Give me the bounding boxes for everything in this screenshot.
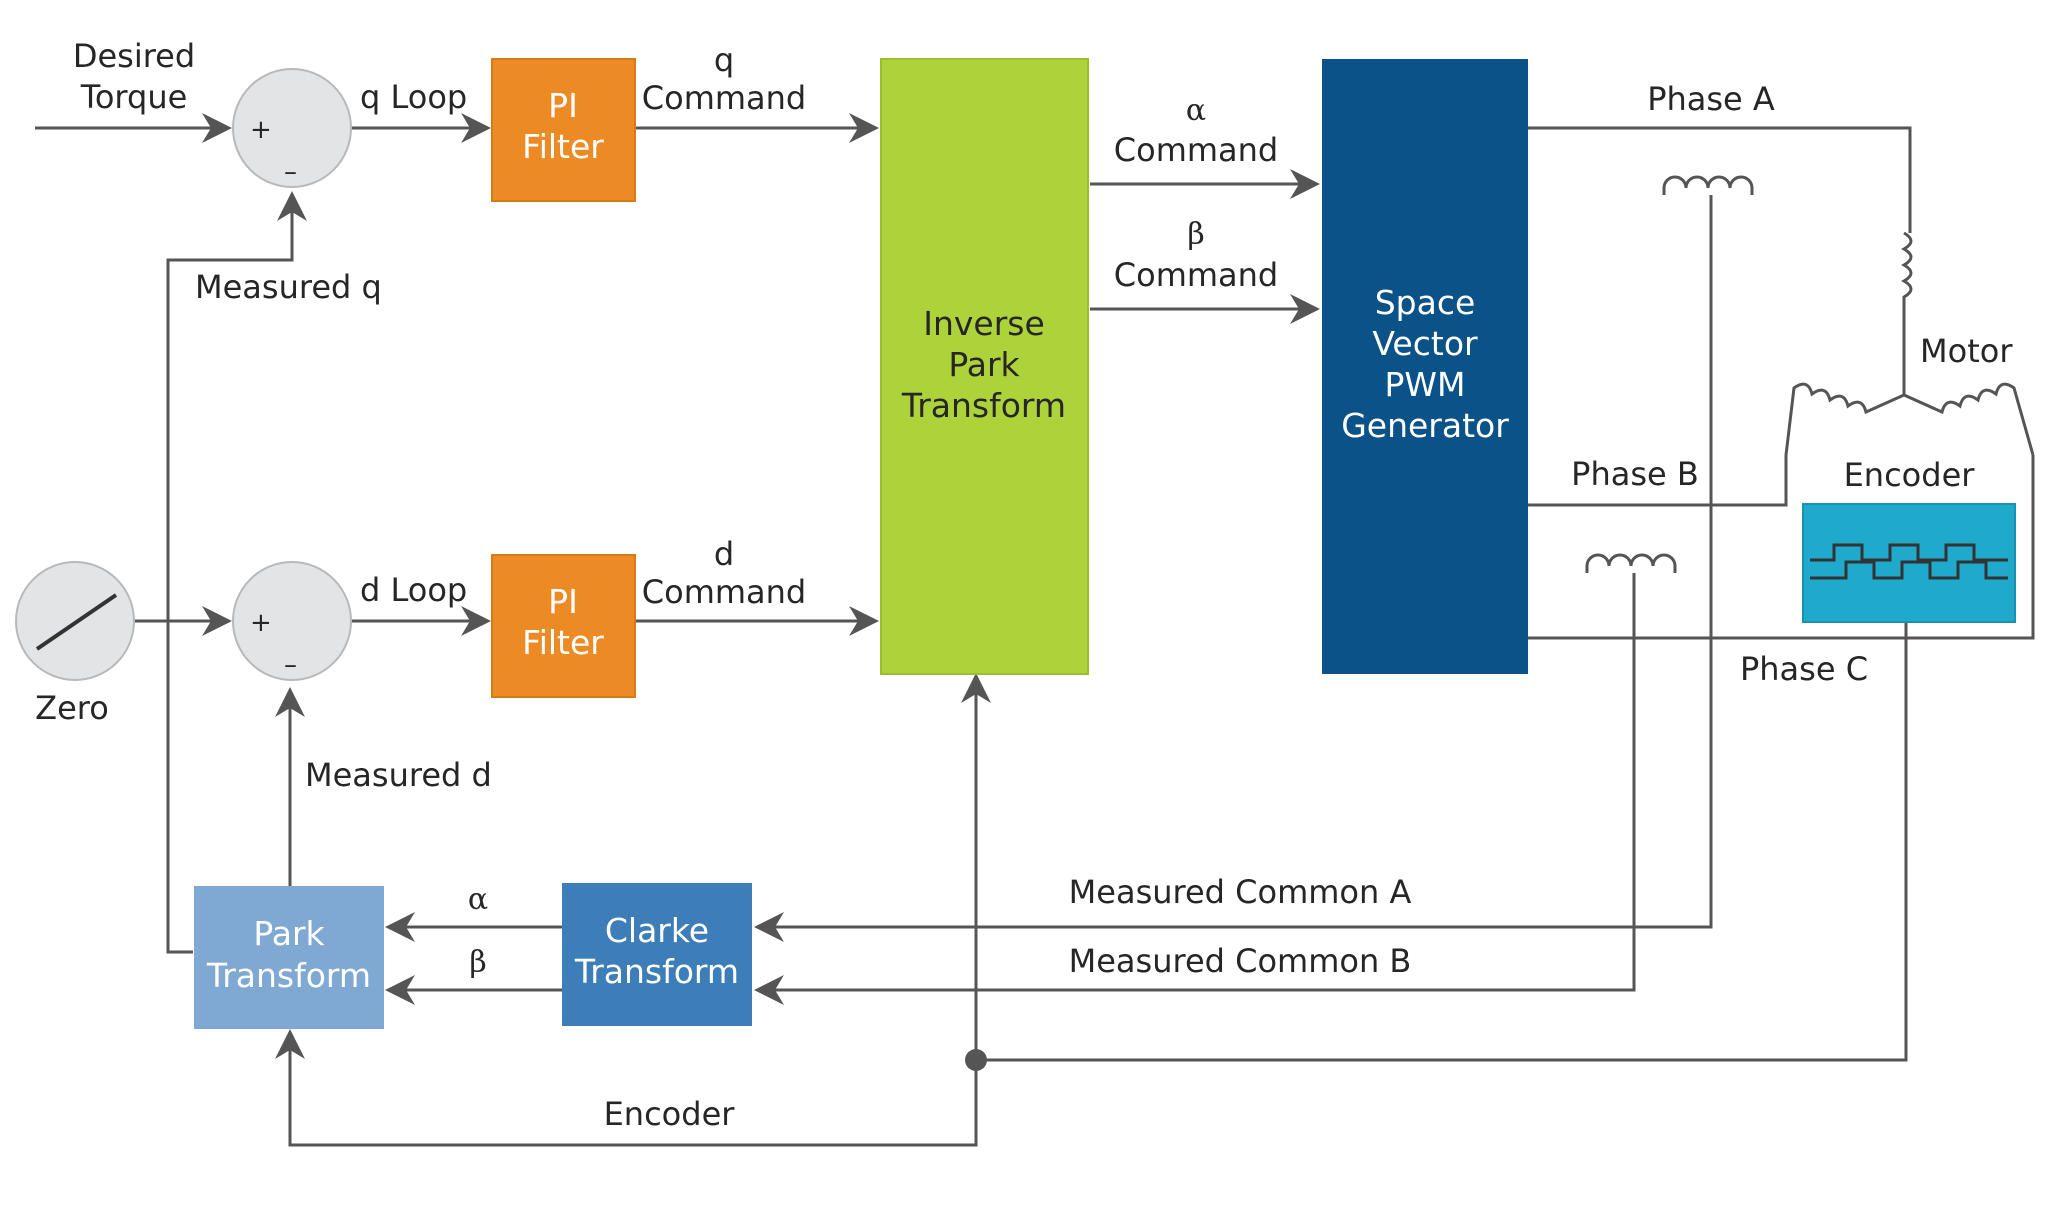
clarke-transform: Clarke Transform: [562, 883, 752, 1026]
current-sensor-b-icon: [1585, 553, 1677, 573]
svg-text:Park: Park: [253, 914, 325, 953]
wire-measured-common-a: [754, 195, 1713, 942]
label-measured-d: Measured d: [305, 756, 492, 794]
svg-text:Vector: Vector: [1372, 324, 1478, 363]
label-encoder-bottom: Encoder: [604, 1095, 736, 1133]
label-desired-torque-1: Desired: [73, 37, 195, 75]
svg-text:Transform: Transform: [901, 386, 1066, 425]
wire-phase-a: [1527, 126, 1912, 233]
svg-text:PI: PI: [548, 582, 578, 621]
label-alpha: α: [468, 882, 488, 917]
wire-encoder-feedback: [976, 622, 1908, 1062]
summer-q-plus: +: [250, 115, 272, 145]
summer-d-minus: –: [284, 650, 297, 680]
wire-encoder-to-park: [275, 1029, 978, 1147]
label-motor: Motor: [1920, 332, 2013, 370]
svg-text:Transform: Transform: [206, 956, 371, 995]
label-q-command-1: q: [714, 41, 734, 79]
label-d-loop: d Loop: [360, 571, 467, 609]
svg-text:Clarke: Clarke: [605, 911, 709, 950]
svg-text:Space: Space: [1375, 283, 1476, 322]
pi-filter-d: PI Filter: [491, 554, 636, 698]
coil-phase-a-icon: [1900, 231, 1913, 310]
svg-text:Generator: Generator: [1341, 406, 1509, 445]
wire-measured-q: [166, 191, 307, 954]
label-alpha-command-symbol: α: [1186, 93, 1206, 128]
svg-text:Transform: Transform: [574, 952, 739, 991]
svg-text:Inverse: Inverse: [923, 304, 1045, 343]
coil-phase-c-icon: [1903, 382, 2035, 456]
space-vector-pwm-generator: Space Vector PWM Generator: [1322, 59, 1528, 674]
label-measured-q: Measured q: [195, 268, 382, 306]
wires: [35, 113, 2035, 1147]
label-d-command-2: Command: [642, 573, 806, 611]
label-phase-b: Phase B: [1571, 455, 1699, 493]
park-transform: Park Transform: [194, 886, 384, 1029]
encoder-waveform-icon: [1810, 543, 2008, 580]
svg-text:Park: Park: [948, 345, 1020, 384]
label-beta-command: Command: [1114, 256, 1278, 294]
zero-reference: [15, 561, 135, 681]
label-zero: Zero: [35, 689, 109, 727]
current-sensor-a-icon: [1662, 175, 1754, 195]
svg-text:PWM: PWM: [1384, 365, 1465, 404]
label-phase-c: Phase C: [1740, 650, 1868, 688]
label-measured-common-b: Measured Common B: [1069, 942, 1412, 980]
label-beta: β: [469, 945, 486, 980]
svg-text:Filter: Filter: [522, 623, 604, 662]
svg-text:PI: PI: [548, 86, 578, 125]
coil-phase-b-icon: [1784, 382, 1905, 456]
label-desired-torque-2: Torque: [80, 78, 188, 116]
label-alpha-command: Command: [1114, 131, 1278, 169]
current-sensors: [1585, 175, 1754, 573]
label-q-loop: q Loop: [360, 78, 467, 116]
summer-q-minus: –: [284, 157, 297, 187]
inverse-park-transform: Inverse Park Transform: [880, 58, 1089, 675]
summer-q: + –: [232, 68, 352, 188]
encoder-box: [1802, 503, 2016, 623]
label-measured-common-a: Measured Common A: [1069, 873, 1412, 911]
summer-d: + –: [232, 561, 352, 681]
label-q-command-2: Command: [642, 79, 806, 117]
pi-filter-q: PI Filter: [491, 58, 636, 202]
svg-text:Filter: Filter: [522, 127, 604, 166]
label-d-command-1: d: [714, 535, 734, 573]
label-encoder-top: Encoder: [1844, 456, 1976, 494]
label-phase-a: Phase A: [1647, 80, 1775, 118]
summer-d-plus: +: [250, 608, 272, 638]
wire-phase-c: [1527, 455, 2035, 640]
label-beta-command-symbol: β: [1187, 217, 1204, 252]
junction-dot: [965, 1049, 987, 1071]
wire-measured-common-b: [754, 573, 1636, 1005]
wire-phase-b: [1527, 455, 1788, 507]
motor-windings: [1784, 231, 2035, 456]
